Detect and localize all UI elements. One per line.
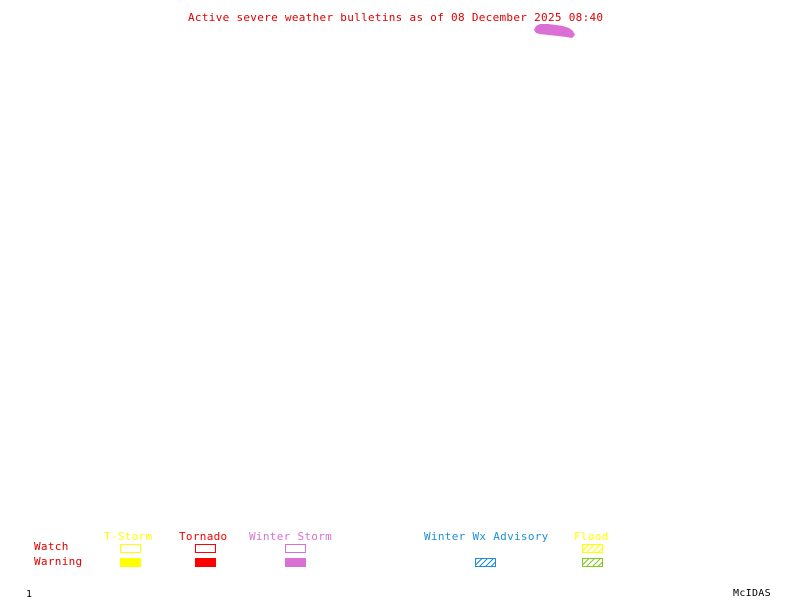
frame-number: 1 [26, 589, 33, 600]
legend-header-flood: Flood [574, 530, 609, 543]
legend-header-winter-storm: Winter Storm [249, 530, 333, 543]
tornado-warning-swatch [195, 558, 216, 567]
warning-polygon [534, 24, 575, 38]
map-canvas [0, 0, 800, 520]
winter-storm-warning-area [534, 24, 575, 38]
tstorm-warning-swatch [120, 558, 141, 567]
winter-storm-warning-swatch [285, 558, 306, 567]
flood-warning-swatch [582, 558, 603, 567]
winter-storm-watch-swatch [285, 544, 306, 553]
legend-header-tornado: Tornado [179, 530, 228, 543]
bulletin-title: Active severe weather bulletins as of 08… [188, 11, 604, 24]
winter-wx-advisory-swatch [475, 558, 496, 567]
legend-row-warning: Warning [34, 555, 83, 568]
flood-watch-swatch [582, 544, 603, 553]
legend-row-watch: Watch [34, 540, 69, 553]
tstorm-watch-swatch [120, 544, 141, 553]
tornado-watch-swatch [195, 544, 216, 553]
legend-header-winter-wx-advisory: Winter Wx Advisory [424, 530, 549, 543]
brand-label: McIDAS [733, 588, 771, 599]
legend-header-tstorm: T-Storm [104, 530, 153, 543]
